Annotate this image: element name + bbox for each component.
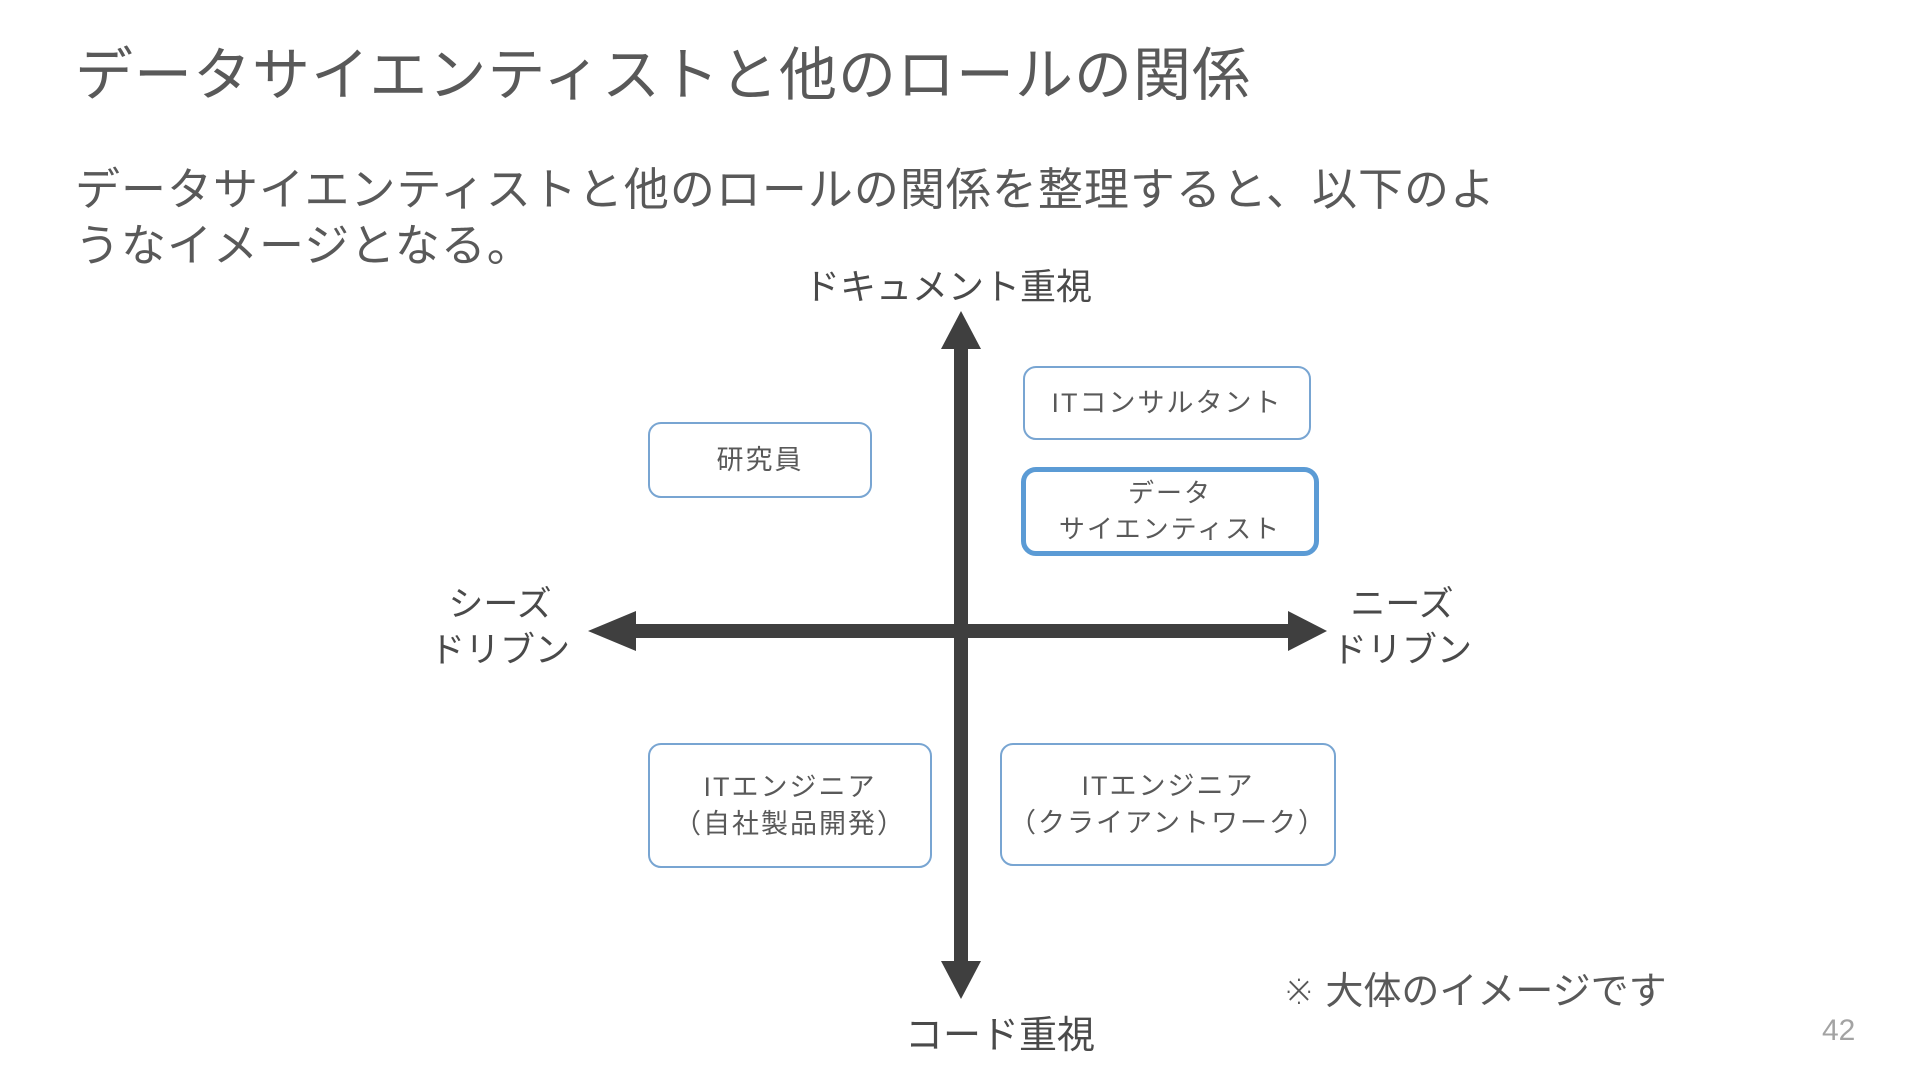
axis-label-seeds-line-1: シーズ bbox=[448, 585, 552, 624]
axis-label-code-focus: コード重視 bbox=[904, 1015, 1096, 1057]
slide-body-line-1: データサイエンティストと他のロールの関係を整理すると、以下のよ bbox=[75, 164, 1497, 215]
role-box-it-engineer-inhouse: ITエンジニア （自社製品開発） bbox=[648, 743, 932, 868]
vertical-axis-arrow bbox=[941, 311, 981, 999]
axis-label-seeds-driven: シーズ ドリブン bbox=[430, 582, 570, 674]
role-box-label: ITコンサルタント bbox=[1051, 387, 1283, 418]
arrowhead-up-icon bbox=[941, 311, 981, 349]
role-box-label-line-1: ITエンジニア bbox=[703, 772, 877, 803]
axis-label-seeds-line-2: ドリブン bbox=[429, 631, 571, 671]
axis-label-needs-line-1: ニーズ bbox=[1350, 585, 1454, 624]
role-box-label-line-2: （自社製品開発） bbox=[674, 808, 906, 839]
slide-title: データサイエンティストと他のロールの関係 bbox=[75, 43, 1251, 108]
axis-label-document-focus: ドキュメント重視 bbox=[803, 266, 1093, 307]
role-box-label-line-2: （クライアントワーク） bbox=[1009, 807, 1327, 838]
role-box-it-engineer-client: ITエンジニア （クライアントワーク） bbox=[1000, 743, 1336, 866]
role-box-label-line-1: ITエンジニア bbox=[1081, 771, 1255, 802]
horizontal-axis-arrow bbox=[588, 611, 1327, 651]
arrowhead-left-icon bbox=[588, 611, 636, 651]
approximation-note: ※ 大体のイメージです bbox=[1283, 971, 1667, 1013]
role-box-data-scientist-highlighted: データ サイエンティスト bbox=[1021, 467, 1319, 556]
role-box-label: 研究員 bbox=[716, 444, 804, 475]
arrowhead-down-icon bbox=[941, 961, 981, 999]
role-box-label-line-2: サイエンティスト bbox=[1058, 513, 1282, 544]
role-box-it-consultant: ITコンサルタント bbox=[1023, 366, 1311, 440]
axis-label-needs-line-2: ドリブン bbox=[1331, 631, 1473, 671]
axis-label-needs-driven: ニーズ ドリブン bbox=[1332, 582, 1472, 674]
slide-body-line-2: うなイメージとなる。 bbox=[75, 219, 533, 271]
page-number: 42 bbox=[1822, 1014, 1856, 1047]
slide-body: データサイエンティストと他のロールの関係を整理すると、以下のよ うなイメージとな… bbox=[75, 162, 1496, 274]
role-box-researcher: 研究員 bbox=[648, 422, 872, 498]
role-box-label-line-1: データ bbox=[1127, 478, 1212, 509]
arrowhead-right-icon bbox=[1288, 611, 1327, 651]
